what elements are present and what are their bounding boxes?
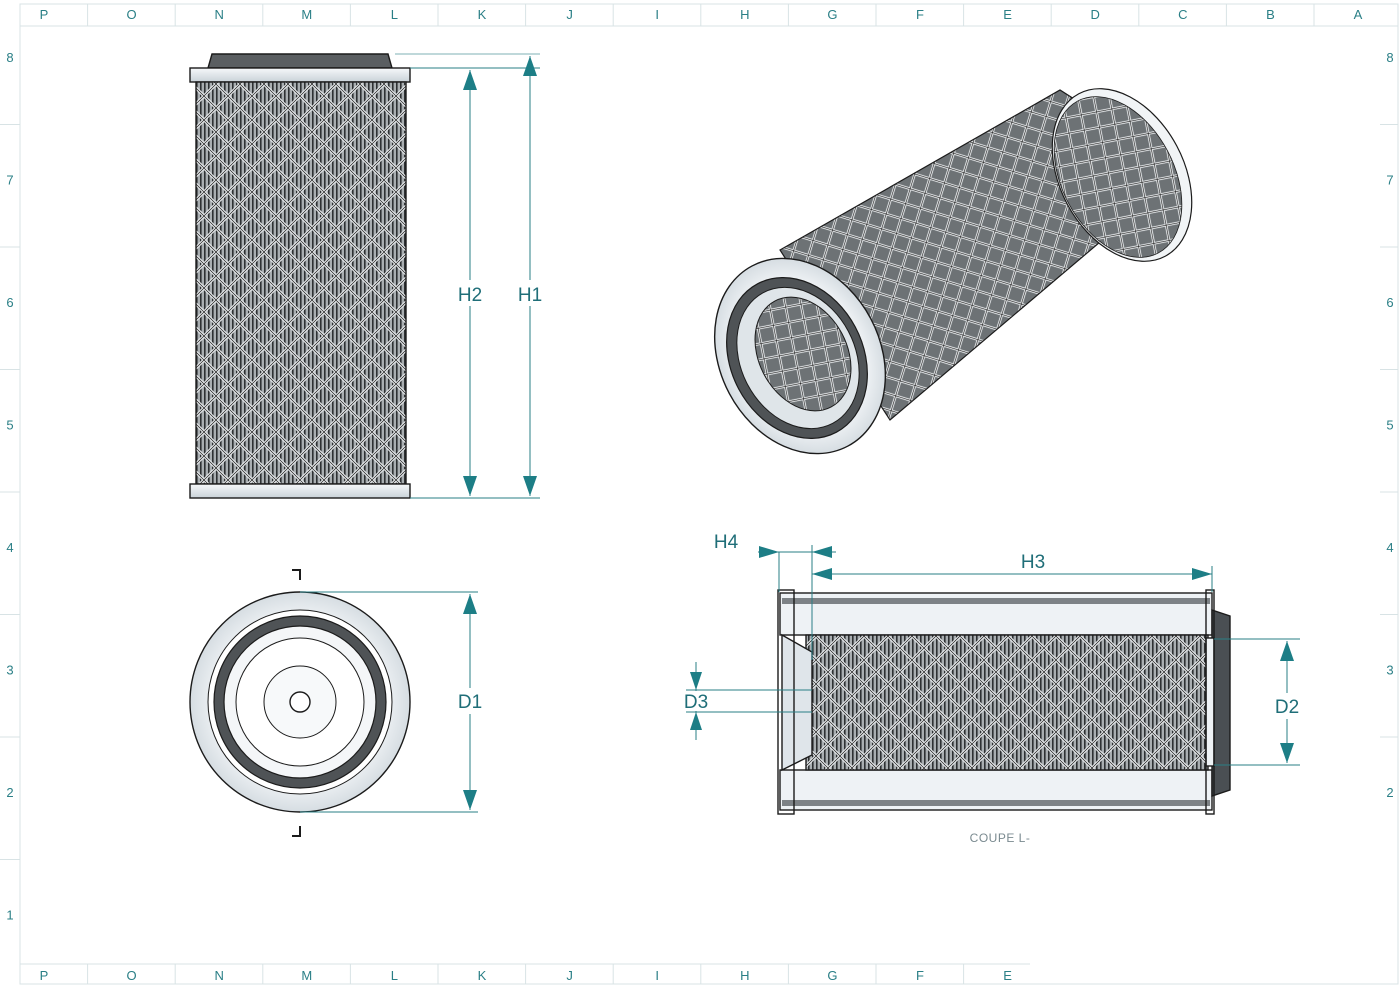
zone-row-left-1: 1 [6,908,13,923]
zone-column-bottom-j: J [566,968,573,983]
label-h3: H3 [1021,552,1045,573]
zone-column-bottom-p: P [40,968,49,983]
zone-row-left-5: 5 [6,418,13,433]
zone-rows-right: 8 7 6 5 4 3 2 [1380,50,1398,800]
zone-column-top-l: L [391,7,398,22]
zone-row-left-3: 3 [6,663,13,678]
zone-column-bottom-f: F [916,968,924,983]
zone-row-right-4: 4 [1386,540,1393,555]
zone-column-top-o: O [127,7,137,22]
zone-row-left-6: 6 [6,295,13,310]
zone-row-right-2: 2 [1386,785,1393,800]
dimension-h1: H1 [395,53,548,496]
zone-column-top-c: C [1178,7,1187,22]
zone-column-top-d: D [1091,7,1100,22]
zone-column-bottom-l: L [391,968,398,983]
zone-column-top-e: E [1003,7,1012,22]
zone-column-bottom-n: N [215,968,224,983]
zone-column-top-k: K [478,7,487,22]
label-h2: H2 [458,285,482,306]
front-view [189,53,540,499]
zone-rows-left: 8 7 6 5 4 3 2 1 [0,50,20,923]
dimension-h3: H3 [812,552,1213,592]
zone-row-right-5: 5 [1386,418,1393,433]
zone-column-bottom-e: E [1003,968,1012,983]
zone-column-top-j: J [566,7,573,22]
dimension-h2: H2 [452,70,488,496]
zone-row-left-7: 7 [6,173,13,188]
zone-column-top-n: N [215,7,224,22]
zone-column-bottom-g: G [827,968,837,983]
dimension-d2: D2 [1214,638,1306,766]
label-d2: D2 [1275,697,1299,718]
zone-row-right-8: 8 [1386,50,1393,65]
zone-column-top-i: I [655,7,659,22]
zone-column-bottom-o: O [127,968,137,983]
isometric-view [713,88,1193,455]
zone-column-bottom-h: H [740,968,749,983]
zone-column-top-a: A [1354,7,1363,22]
zone-column-bottom-k: K [478,968,487,983]
label-h4: H4 [714,532,739,553]
zone-column-top-h: H [740,7,749,22]
zone-row-right-7: 7 [1386,173,1393,188]
zone-column-bottom-i: I [655,968,659,983]
dimension-h4: H4 [714,532,836,660]
top-view [189,569,478,837]
zone-column-top-m: M [301,7,312,22]
section-caption: COUPE L- [970,831,1031,845]
zone-row-left-4: 4 [6,540,13,555]
label-d3: D3 [684,692,708,713]
dimension-d3: D3 [678,662,812,740]
label-d1: D1 [458,692,482,713]
zone-row-left-8: 8 [6,50,13,65]
dimension-d1: D1 [452,594,488,810]
zone-row-right-6: 6 [1386,295,1393,310]
label-h1: H1 [518,285,542,306]
zone-column-top-g: G [827,7,837,22]
zone-column-top-p: P [40,7,49,22]
sheet-frame [19,3,1399,985]
section-view [777,589,1231,815]
zone-row-right-3: 3 [1386,663,1393,678]
zone-column-top-f: F [916,7,924,22]
zone-row-left-2: 2 [6,785,13,800]
zone-column-bottom-m: M [301,968,312,983]
zone-column-top-b: B [1266,7,1275,22]
